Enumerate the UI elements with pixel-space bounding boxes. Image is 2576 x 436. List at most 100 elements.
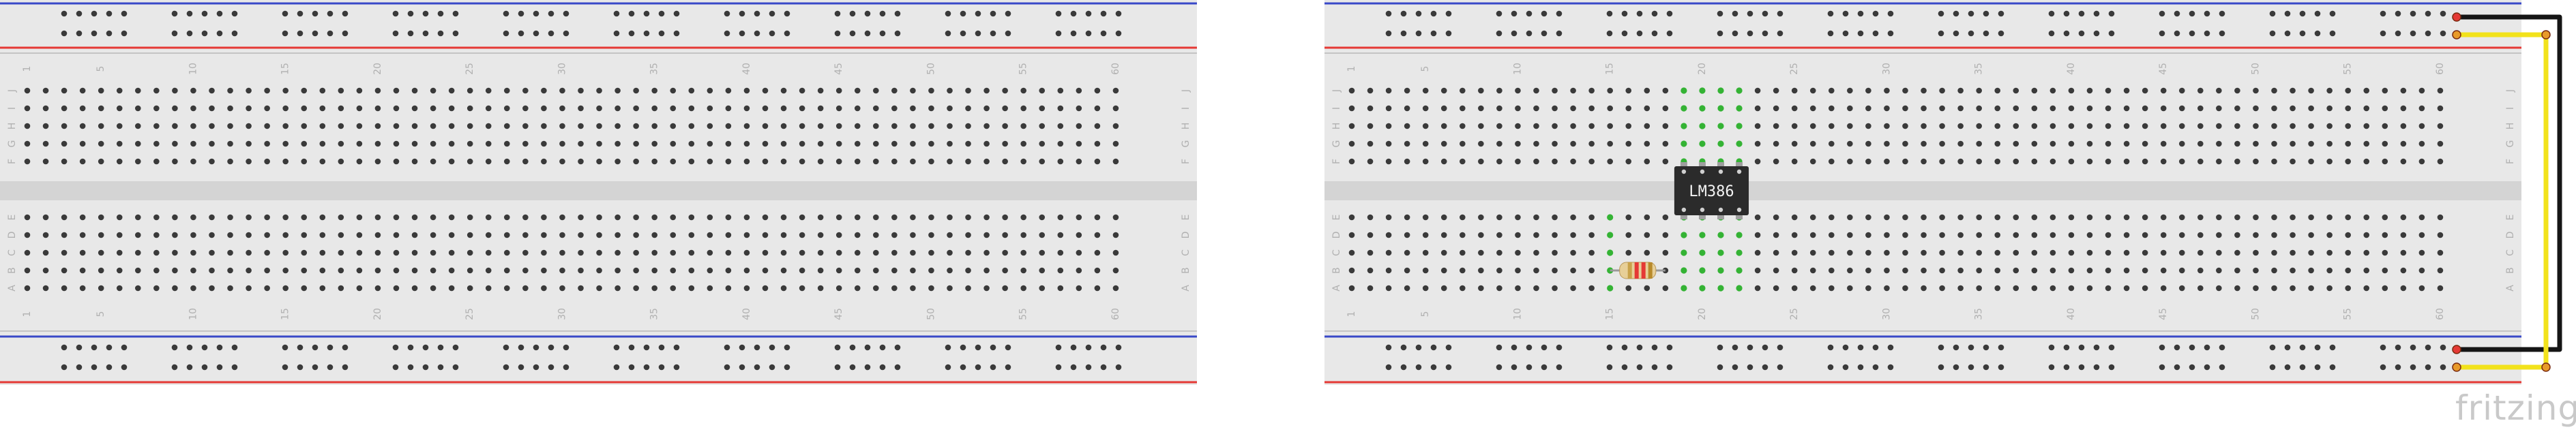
terminal-hole xyxy=(153,232,160,238)
terminal-hole xyxy=(1002,267,1008,274)
terminal-hole xyxy=(430,123,436,129)
terminal-hole xyxy=(1829,105,1835,112)
rail-hole xyxy=(1651,10,1658,17)
terminal-hole xyxy=(965,140,971,147)
terminal-hole xyxy=(2049,158,2056,165)
terminal-hole xyxy=(1865,214,1871,221)
terminal-hole xyxy=(910,158,916,165)
rail-hole xyxy=(724,364,730,371)
rail-hole xyxy=(2410,364,2416,371)
terminal-hole xyxy=(1515,249,1521,256)
terminal-hole xyxy=(42,105,49,112)
column-label: 20 xyxy=(1697,308,1708,320)
terminal-hole xyxy=(2271,267,2277,274)
terminal-hole xyxy=(1902,87,1908,94)
terminal-hole xyxy=(1533,123,1539,129)
terminal-hole xyxy=(2105,140,2112,147)
centre-channel xyxy=(1324,181,2521,200)
terminal-hole xyxy=(2123,140,2130,147)
terminal-hole xyxy=(79,87,86,94)
rail-hole xyxy=(945,364,951,371)
rail-hole xyxy=(121,364,128,371)
rail-hole xyxy=(769,30,775,37)
terminal-hole xyxy=(61,105,68,112)
terminal-hole xyxy=(725,140,732,147)
terminal-hole xyxy=(707,105,713,112)
terminal-hole xyxy=(1939,140,1945,147)
terminal-hole xyxy=(725,105,732,112)
rail-hole xyxy=(392,344,399,351)
connected-hole xyxy=(1717,123,1724,129)
terminal-hole xyxy=(670,123,677,129)
terminal-hole xyxy=(1884,232,1890,238)
rail-hole xyxy=(533,344,539,351)
rail-hole xyxy=(563,10,569,17)
terminal-hole xyxy=(1348,158,1355,165)
terminal-hole xyxy=(2197,87,2204,94)
terminal-hole xyxy=(910,105,916,112)
rail-hole xyxy=(960,344,966,351)
terminal-hole xyxy=(1847,105,1853,112)
column-label: 10 xyxy=(188,308,198,320)
column-label: 5 xyxy=(95,66,106,72)
terminal-hole xyxy=(1039,232,1046,238)
terminal-hole xyxy=(2031,105,2038,112)
rail-hole xyxy=(2174,10,2180,17)
terminal-hole xyxy=(1496,232,1502,238)
terminal-hole xyxy=(282,267,289,274)
terminal-hole xyxy=(1662,285,1669,292)
terminal-hole xyxy=(891,123,898,129)
terminal-hole xyxy=(1884,158,1890,165)
rail-hole xyxy=(1055,344,1062,351)
terminal-hole xyxy=(1002,158,1008,165)
terminal-hole xyxy=(2437,214,2444,221)
rail-hole xyxy=(452,344,459,351)
terminal-hole xyxy=(485,123,492,129)
terminal-hole xyxy=(1773,249,1779,256)
terminal-hole xyxy=(24,249,31,256)
terminal-hole xyxy=(374,87,381,94)
terminal-hole xyxy=(1791,214,1798,221)
rail-hole xyxy=(1445,364,1452,371)
terminal-hole xyxy=(1440,105,1447,112)
terminal-hole xyxy=(1496,123,1502,129)
rail-hole xyxy=(975,30,981,37)
terminal-hole xyxy=(24,267,31,274)
terminal-hole xyxy=(2437,267,2444,274)
terminal-hole xyxy=(947,123,953,129)
rail-hole xyxy=(392,30,399,37)
terminal-hole xyxy=(891,105,898,112)
terminal-hole xyxy=(1976,140,1982,147)
terminal-hole xyxy=(1460,249,1466,256)
terminal-hole xyxy=(578,105,584,112)
terminal-hole xyxy=(928,123,934,129)
terminal-hole xyxy=(522,249,529,256)
terminal-hole xyxy=(799,140,805,147)
terminal-hole xyxy=(2271,232,2277,238)
terminal-hole xyxy=(2234,249,2240,256)
terminal-hole xyxy=(1112,140,1119,147)
terminal-hole xyxy=(2418,214,2425,221)
terminal-hole xyxy=(79,249,86,256)
terminal-hole xyxy=(1570,267,1576,274)
rail-hole xyxy=(1636,344,1643,351)
rail-hole xyxy=(1070,10,1077,17)
terminal-hole xyxy=(1976,249,1982,256)
terminal-hole xyxy=(2216,123,2222,129)
rail-hole xyxy=(91,30,98,37)
rail-hole xyxy=(849,10,856,17)
terminal-hole xyxy=(1385,232,1392,238)
terminal-hole xyxy=(1515,158,1521,165)
terminal-hole xyxy=(2400,158,2407,165)
rail-hole xyxy=(1511,364,1518,371)
rail-hole xyxy=(2314,30,2321,37)
terminal-hole xyxy=(227,249,233,256)
rail-hole xyxy=(61,364,68,371)
terminal-hole xyxy=(854,249,861,256)
terminal-hole xyxy=(578,285,584,292)
terminal-hole xyxy=(1422,140,1429,147)
terminal-hole xyxy=(1348,214,1355,221)
terminal-hole xyxy=(1422,249,1429,256)
terminal-hole xyxy=(264,285,270,292)
